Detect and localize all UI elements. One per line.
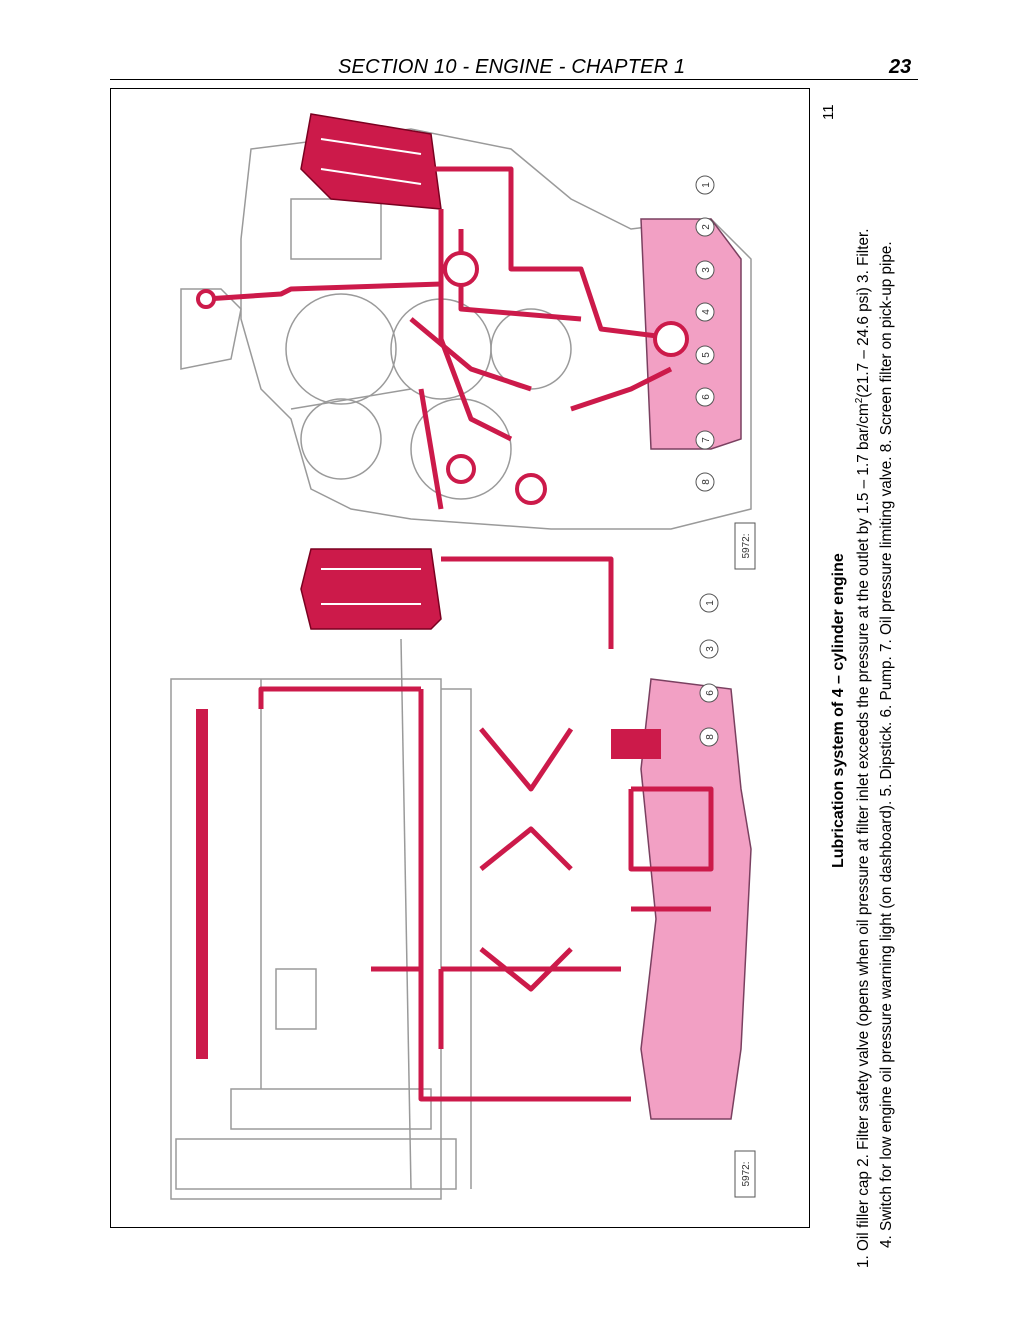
callout-top-2: 2: [701, 224, 712, 230]
lubrication-diagram: 1 2 3 4 5 6 7 8 1 3 6 8 5972: 5972:: [170, 113, 756, 1200]
caption-title: Lubrication system of 4 – cylinder engin…: [830, 553, 847, 868]
callout-top-8: 8: [701, 479, 712, 485]
header-rule: [110, 79, 918, 80]
figure-number: 11: [820, 104, 837, 120]
callout-top-1: 1: [701, 182, 712, 188]
caption-line-1-pre: 1. Oil filler cap 2. Filter safety valve…: [855, 403, 873, 1268]
callout-top-3: 3: [701, 267, 712, 273]
figure-caption: 11 Lubrication system of 4 – cylinder en…: [818, 88, 906, 1268]
ref-code-bottom: 5972:: [741, 1161, 752, 1186]
caption-line-1: 1. Oil filler cap 2. Filter safety valve…: [854, 229, 873, 1268]
caption-line-2: 4. Switch for low engine oil pressure wa…: [878, 241, 895, 1248]
callout-top-4: 4: [701, 309, 712, 315]
callout-bottom-8: 8: [705, 734, 716, 740]
callout-top-7: 7: [701, 437, 712, 443]
callout-top-5: 5: [701, 352, 712, 358]
caption-line-1-post: (21.7 – 24.6 psi) 3. Filter.: [855, 228, 873, 398]
callout-top-6: 6: [701, 394, 712, 400]
lubrication-diagram-figure: 1 2 3 4 5 6 7 8 1 3 6 8 5972: 5972:: [110, 88, 810, 1228]
page-header: SECTION 10 - ENGINE - CHAPTER 1 23: [0, 52, 1024, 82]
ref-code-top: 5972:: [741, 533, 752, 558]
page-number: 23: [889, 56, 912, 78]
callout-bottom-1: 1: [705, 600, 716, 606]
section-title: SECTION 10 - ENGINE - CHAPTER 1: [338, 56, 686, 78]
caption-line-1-sup: 2: [854, 397, 865, 404]
callout-bottom-3: 3: [705, 646, 716, 652]
callout-bottom-6: 6: [705, 690, 716, 696]
